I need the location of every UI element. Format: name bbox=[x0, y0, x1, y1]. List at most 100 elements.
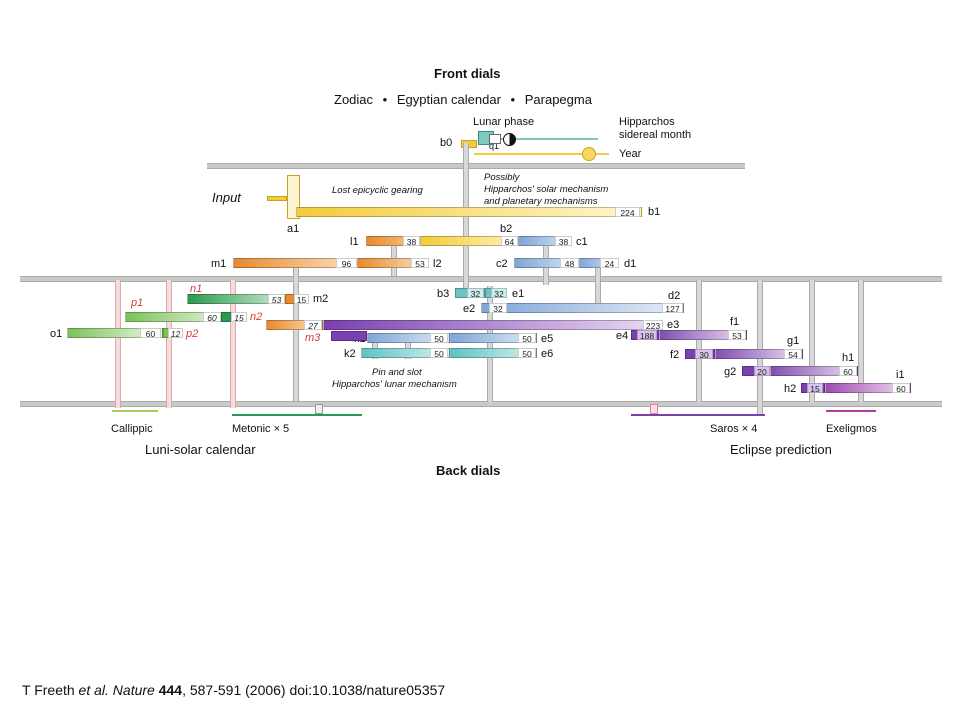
possibly-note-1: Possibly bbox=[484, 172, 520, 183]
teeth-k2: 50 bbox=[430, 348, 448, 359]
teeth-b1: 224 bbox=[615, 207, 640, 218]
subtitle-egyptian: Egyptian calendar bbox=[396, 92, 501, 107]
gear-label-e1: e1 bbox=[512, 288, 525, 300]
teeth-o1: 60 bbox=[140, 328, 161, 339]
teeth-i1: 60 bbox=[892, 383, 910, 394]
teeth-l1: 38 bbox=[403, 236, 420, 247]
shaft-p bbox=[166, 280, 172, 408]
gear-label-n2: n2 bbox=[250, 311, 263, 323]
gear-label-o1: o1 bbox=[50, 328, 63, 340]
teeth-h2: 15 bbox=[807, 383, 823, 394]
gear-label-e2: e2 bbox=[463, 303, 476, 315]
gear-label-b3: b3 bbox=[437, 288, 450, 300]
teeth-d1: 24 bbox=[600, 258, 619, 269]
teeth-e5: 50 bbox=[518, 333, 536, 344]
citation-rest: , 587-591 (2006) doi:10.1038/nature05357 bbox=[182, 682, 446, 698]
teeth-m2: 15 bbox=[294, 294, 309, 305]
metonic-pointer-icon bbox=[315, 404, 323, 414]
gear-label-e3: e3 bbox=[667, 319, 680, 331]
shaft-h bbox=[809, 280, 815, 402]
gear-label-e6: e6 bbox=[541, 348, 554, 360]
gear-e6 bbox=[450, 348, 537, 358]
gear-k1 bbox=[367, 333, 450, 343]
possibly-note-3: and planetary mechanisms bbox=[484, 196, 598, 207]
teeth-d2: 127 bbox=[662, 303, 683, 314]
teeth-f2: 30 bbox=[695, 349, 713, 360]
shaft-g bbox=[757, 280, 763, 414]
teeth-h1: 60 bbox=[839, 366, 857, 377]
exeligmos-line bbox=[826, 410, 876, 412]
metonic-label: Metonic × 5 bbox=[232, 423, 290, 435]
shaft-k-pin bbox=[372, 333, 378, 359]
subtitle-parapegma: Parapegma bbox=[524, 92, 592, 107]
gear-label-d2: d2 bbox=[668, 290, 681, 302]
teeth-c2: 48 bbox=[560, 258, 579, 269]
input-arbor bbox=[267, 196, 287, 201]
teeth-e3: 223 bbox=[643, 320, 663, 331]
subtitle-separator: • bbox=[510, 92, 516, 107]
gear-label-p1: p1 bbox=[131, 297, 144, 309]
shaft-m bbox=[293, 267, 299, 401]
back-plate-rail bbox=[20, 401, 942, 407]
b0-small-gear bbox=[461, 140, 477, 148]
central-arbor bbox=[463, 143, 469, 293]
gear-label-g1: g1 bbox=[787, 335, 800, 347]
callippic-line bbox=[112, 410, 158, 412]
gear-b1 bbox=[296, 207, 642, 217]
citation-authors: T Freeth bbox=[22, 682, 79, 698]
gear-label-e5: e5 bbox=[541, 333, 554, 345]
gear-label-n1: n1 bbox=[190, 283, 203, 295]
gear-f1 bbox=[659, 330, 747, 340]
gear-e3 bbox=[323, 320, 663, 330]
gear-k1-stub bbox=[331, 331, 367, 341]
gear-label-h1: h1 bbox=[842, 352, 855, 364]
teeth-c1: 38 bbox=[555, 236, 572, 247]
front-plate-rail bbox=[207, 163, 745, 169]
teeth-m1: 96 bbox=[336, 258, 357, 269]
gear-label-m3: m3 bbox=[305, 332, 321, 344]
teeth-n1: 53 bbox=[268, 294, 285, 305]
saros-line bbox=[631, 414, 765, 416]
gear-e5 bbox=[450, 333, 537, 343]
sidereal-month-label: sidereal month bbox=[619, 129, 692, 141]
teeth-g1: 54 bbox=[784, 349, 802, 360]
gear-h1 bbox=[770, 366, 858, 376]
gear-g1 bbox=[715, 349, 803, 359]
gear-k2 bbox=[361, 348, 450, 358]
front-dials-subtitle: Zodiac • Egyptian calendar • Parapegma bbox=[334, 93, 592, 106]
subtitle-separator: • bbox=[382, 92, 388, 107]
moon-phase-ball-icon bbox=[503, 133, 516, 146]
gear-label-l2: l2 bbox=[433, 258, 442, 270]
year-label: Year bbox=[619, 148, 642, 160]
teeth-k1: 50 bbox=[430, 333, 448, 344]
teeth-m3: 27 bbox=[304, 320, 322, 331]
saros-label: Saros × 4 bbox=[710, 423, 758, 435]
teeth-e2: 32 bbox=[489, 303, 507, 314]
lunar-phase-label: Lunar phase bbox=[473, 116, 535, 128]
back-dials-title: Back dials bbox=[436, 463, 501, 478]
gear-label-f2: f2 bbox=[670, 349, 680, 361]
e-arbor bbox=[487, 286, 493, 402]
teeth-e4: 188 bbox=[637, 330, 657, 341]
input-label: Input bbox=[212, 190, 241, 205]
saros-pointer-icon bbox=[650, 404, 658, 414]
gear-label-e4: e4 bbox=[616, 330, 629, 342]
subtitle-zodiac: Zodiac bbox=[334, 92, 374, 107]
gear-label-q1: q1 bbox=[489, 141, 500, 151]
pin-slot-note-1: Pin and slot bbox=[372, 367, 422, 378]
gear-i1 bbox=[825, 383, 911, 393]
gear-label-b0: b0 bbox=[440, 137, 453, 149]
gear-label-h2: h2 bbox=[784, 383, 797, 395]
middle-plate-rail bbox=[20, 276, 942, 282]
teeth-p2: 12 bbox=[168, 328, 183, 339]
citation: T Freeth et al. Nature 444, 587-591 (200… bbox=[22, 683, 445, 697]
hipparchos-label: Hipparchos bbox=[619, 116, 675, 128]
shaft-f bbox=[696, 280, 702, 402]
gear-label-k2: k2 bbox=[344, 348, 356, 360]
year-pointer-icon bbox=[582, 147, 596, 161]
gear-label-m2: m2 bbox=[313, 293, 329, 305]
lost-epicyclic-note: Lost epicyclic gearing bbox=[332, 185, 423, 196]
gear-label-l1: l1 bbox=[350, 236, 359, 248]
possibly-note-2: Hipparchos' solar mechanism bbox=[484, 184, 609, 195]
